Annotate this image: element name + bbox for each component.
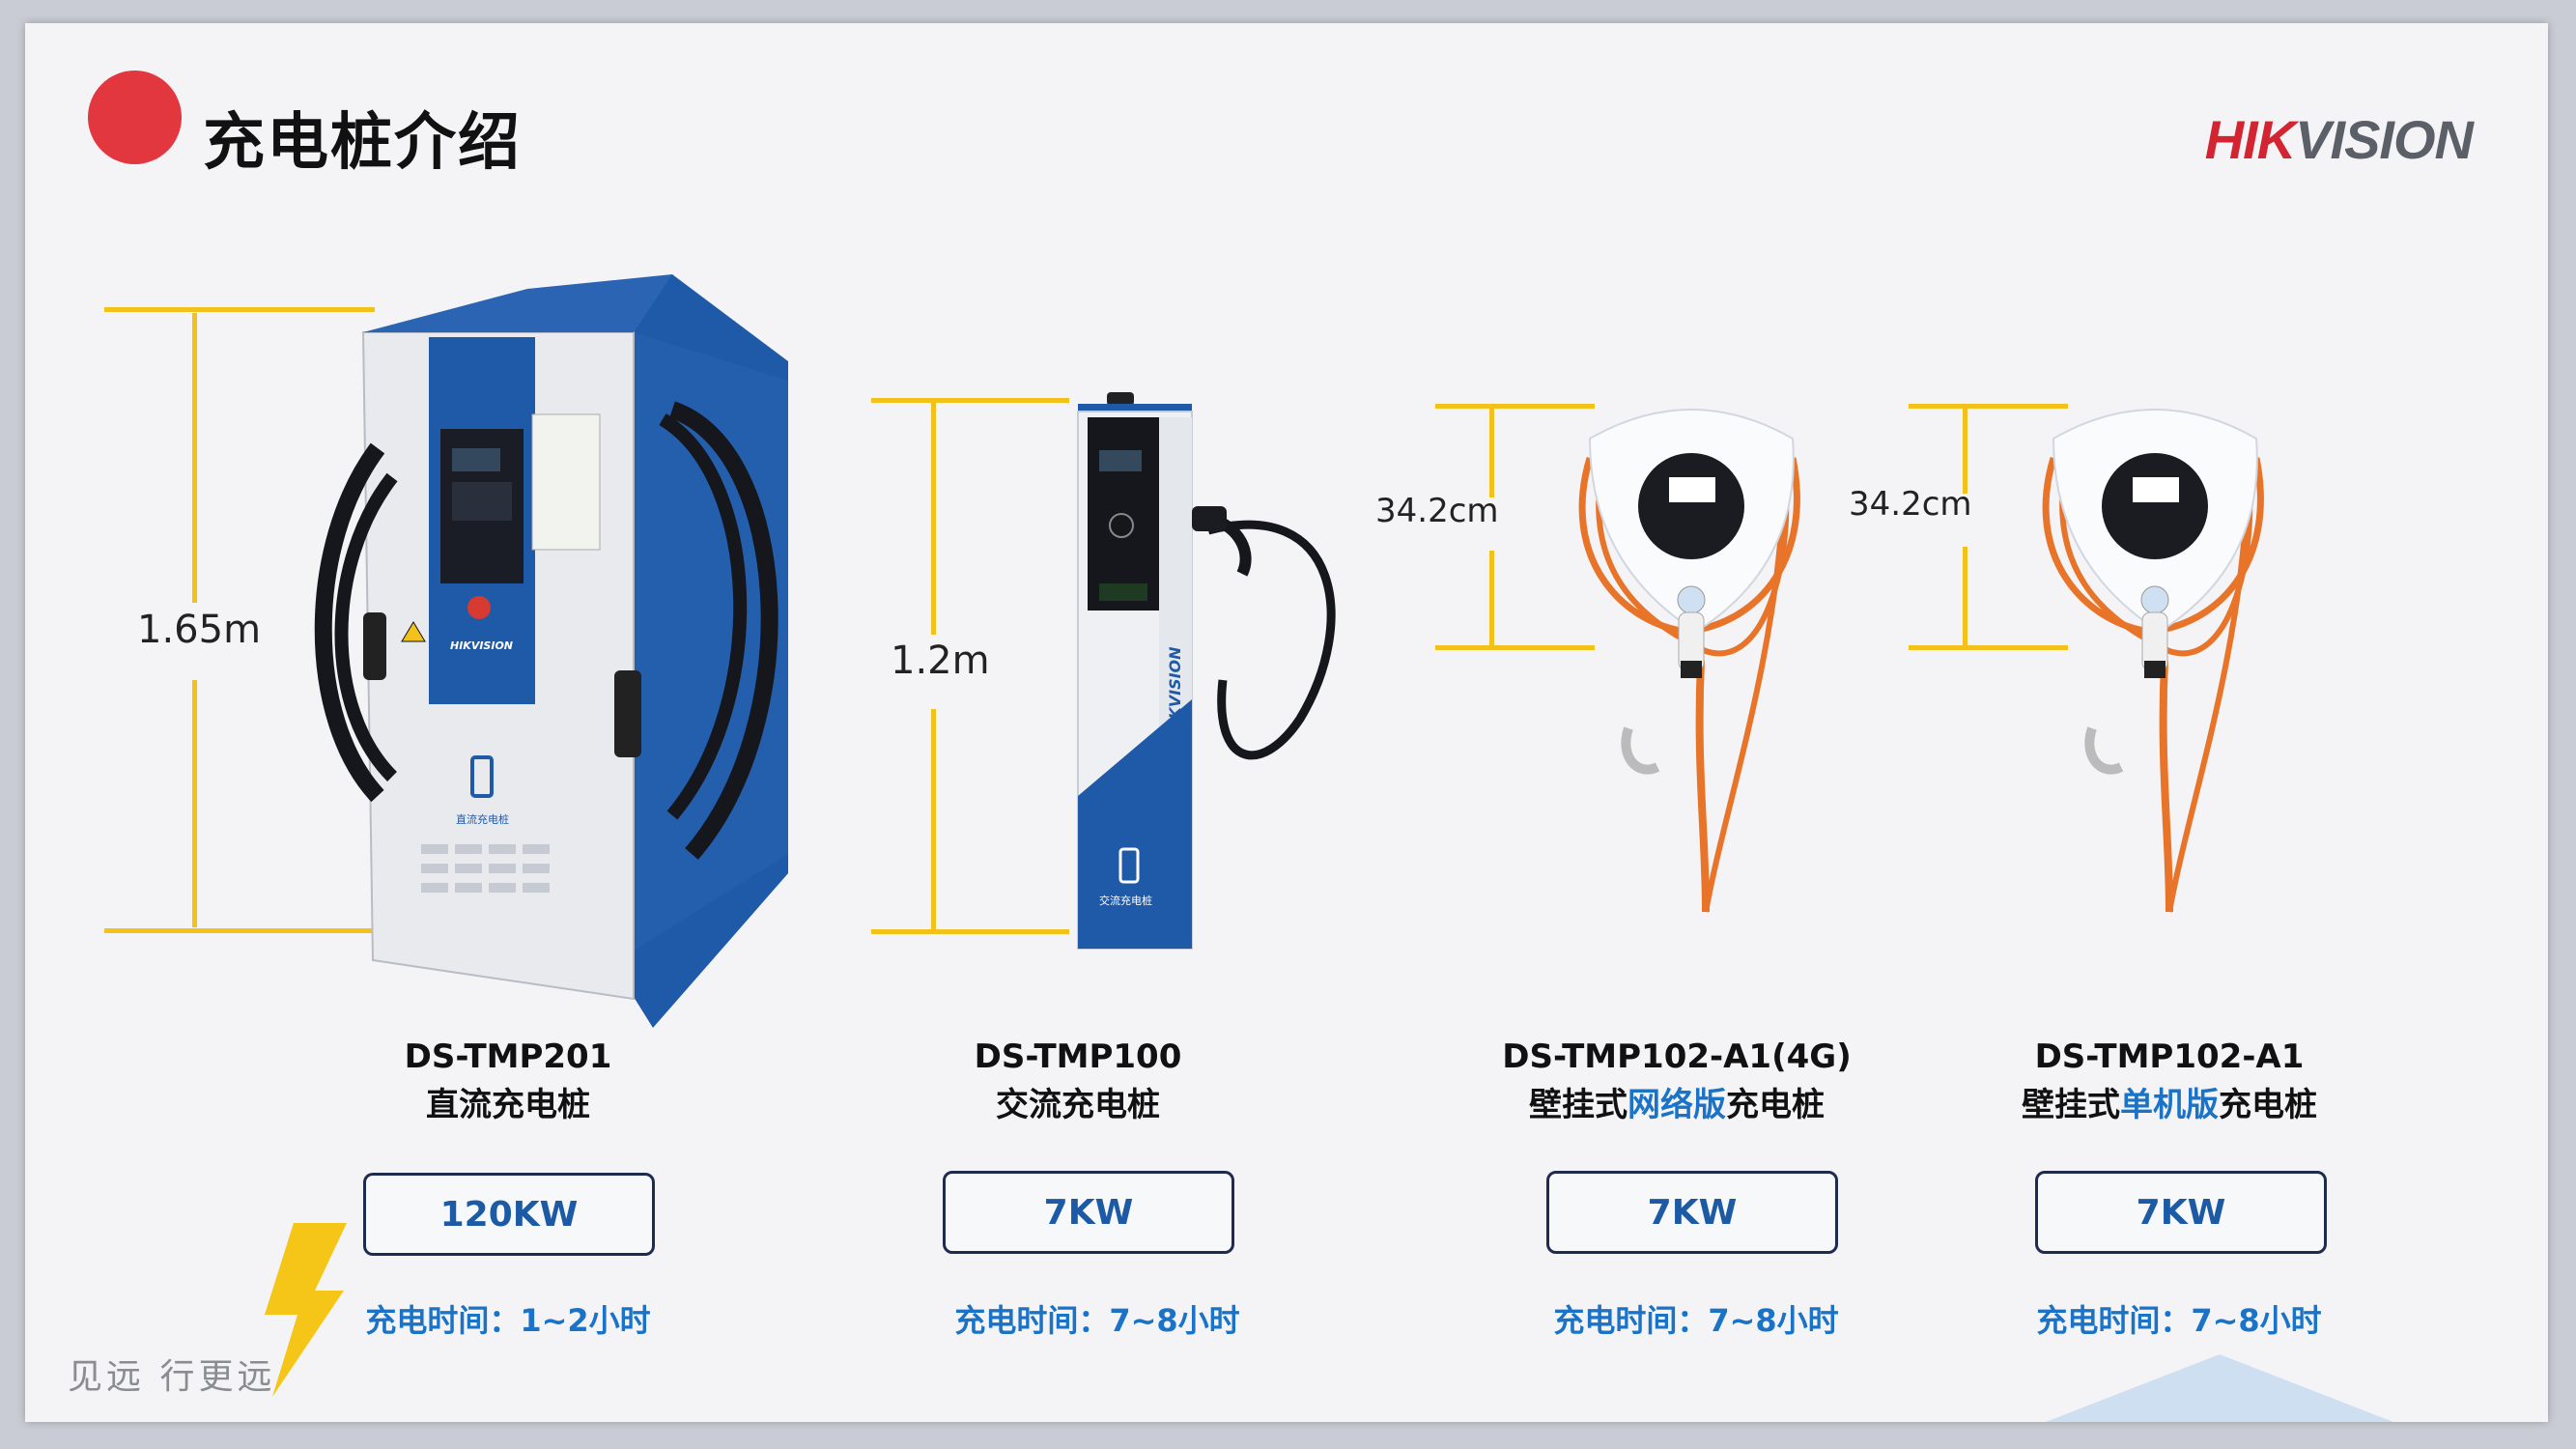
power-badge: 7KW <box>943 1171 1234 1254</box>
dimension-line-vertical <box>1489 551 1494 645</box>
product-type: 直流充电桩 <box>426 1086 590 1124</box>
hikvision-logo: HIKVISION <box>2204 109 2474 170</box>
product-type: 交流充电桩 <box>996 1086 1160 1124</box>
svg-text:交流充电桩: 交流充电桩 <box>1099 894 1152 907</box>
product-type: 壁挂式单机版充电桩 <box>2022 1086 2317 1124</box>
lightning-icon <box>265 1223 347 1397</box>
slogan: 见远 行更远 <box>68 1357 276 1397</box>
wall-charger-network-image <box>1578 409 1800 913</box>
dimension-label: 34.2cm <box>1849 485 1972 524</box>
dimension-line-bottom <box>1909 645 2068 650</box>
dimension-line-top <box>104 307 375 312</box>
dimension-line-vertical <box>192 680 197 927</box>
corner-decoration <box>2046 1354 2393 1422</box>
product-model: DS-TMP102-A1(4G) <box>1502 1037 1852 1076</box>
dimension-line-top <box>1435 404 1595 409</box>
dimension-line-bottom <box>871 929 1069 934</box>
dimension-line-vertical <box>192 313 197 603</box>
dimension-line-vertical <box>1963 547 1967 645</box>
dimension-label: 34.2cm <box>1375 492 1499 530</box>
power-badge: 7KW <box>2035 1171 2327 1254</box>
charge-time: 充电时间：7~8小时 <box>1553 1302 1839 1339</box>
dimension-label: 1.2m <box>891 639 990 683</box>
charge-time: 充电时间：7~8小时 <box>2036 1302 2322 1339</box>
charge-time: 充电时间：1~2小时 <box>365 1302 651 1339</box>
dimension-line-top <box>871 398 1069 403</box>
product-type: 壁挂式网络版充电桩 <box>1529 1086 1825 1124</box>
svg-text:HIKVISION: HIKVISION <box>450 639 513 652</box>
wall-charger-standalone-image <box>2042 409 2264 913</box>
dimension-line-bottom <box>104 928 375 933</box>
title-bullet-icon <box>88 71 182 164</box>
page-title: 充电桩介绍 <box>203 107 522 179</box>
dimension-label: 1.65m <box>137 608 262 652</box>
dimension-line-vertical <box>1963 409 1967 494</box>
power-badge: 7KW <box>1546 1171 1838 1254</box>
svg-text:直流充电桩: 直流充电桩 <box>456 812 509 826</box>
dimension-line-vertical <box>931 403 936 635</box>
dimension-line-top <box>1909 404 2068 409</box>
ac-charging-pile-image: HIKVISION 交流充电桩 <box>1077 392 1336 950</box>
dc-charging-pile-image: HIKVISION 直流充电桩 <box>314 274 788 1028</box>
product-model: DS-TMP100 <box>974 1037 1182 1076</box>
dimension-line-vertical <box>1489 409 1494 497</box>
dimension-line-bottom <box>1435 645 1595 650</box>
slide: 充电桩介绍 HIKVISION 1.65m HIKVISION <box>25 23 2548 1422</box>
product-model: DS-TMP102-A1 <box>2034 1037 2305 1076</box>
charge-time: 充电时间：7~8小时 <box>954 1302 1240 1339</box>
dimension-line-vertical <box>931 709 936 929</box>
power-badge: 120KW <box>363 1173 655 1256</box>
product-model: DS-TMP201 <box>404 1037 612 1076</box>
